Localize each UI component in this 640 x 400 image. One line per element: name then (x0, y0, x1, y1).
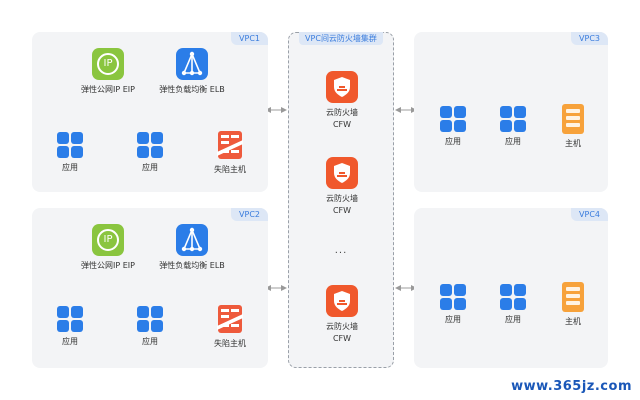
vpc1-eip-node[interactable]: IP 弹性公网IP EIP (72, 48, 144, 95)
vpc4-app-label-1: 应用 (445, 315, 461, 324)
load-balancer-icon (176, 48, 208, 80)
vpc1-app-label-1: 应用 (62, 163, 78, 172)
app-icon (137, 132, 163, 158)
vpc2-app-node-2[interactable]: 应用 (130, 306, 170, 347)
vpc3-app-label-2: 应用 (505, 137, 521, 146)
vpc2-eip-label: 弹性公网IP EIP (81, 261, 135, 270)
vpc3-app-node-1[interactable]: 应用 (433, 106, 473, 147)
app-icon (440, 284, 466, 310)
vpc3-host-label: 主机 (565, 139, 581, 148)
vpc2-elb-node[interactable]: 弹性负载均衡 ELB (154, 224, 230, 271)
app-icon (500, 106, 526, 132)
firewall-sub-3: CFW (332, 334, 352, 343)
firewall-sub-2: CFW (332, 206, 352, 215)
vpc1-tag: VPC1 (231, 32, 268, 45)
vpc3-app-label-1: 应用 (445, 137, 461, 146)
vpc2-app-label-2: 应用 (142, 337, 158, 346)
load-balancer-icon (176, 224, 208, 256)
eip-icon-text: IP (97, 53, 119, 75)
app-icon (440, 106, 466, 132)
firewall-label-2: 云防火墙 (326, 194, 358, 203)
firewall-node-2[interactable]: 云防火墙 CFW (314, 157, 370, 216)
vpc2-eip-node[interactable]: IP 弹性公网IP EIP (72, 224, 144, 271)
vpc2-tag: VPC2 (231, 208, 268, 221)
firewall-label-3: 云防火墙 (326, 322, 358, 331)
vpc1-app-node-1[interactable]: 应用 (50, 132, 90, 173)
compromised-host-icon (217, 130, 243, 160)
eip-icon: IP (92, 48, 124, 80)
firewall-icon (326, 157, 358, 189)
eip-icon: IP (92, 224, 124, 256)
ellipsis: ... (334, 245, 348, 256)
vpc1-compromised-host-label: 失陷主机 (214, 165, 246, 174)
host-icon (562, 104, 584, 134)
firewall-cluster: VPC间云防火墙集群 云防火墙 CFW 云防火墙 CFW ... 云防火墙 CF… (288, 32, 394, 368)
vpc4-host-node[interactable]: 主机 (553, 282, 593, 327)
compromised-host-icon (217, 304, 243, 334)
vpc1-panel: VPC1 (32, 32, 268, 192)
vpc1-app-label-2: 应用 (142, 163, 158, 172)
vpc3-app-node-2[interactable]: 应用 (493, 106, 533, 147)
eip-icon-text: IP (97, 229, 119, 251)
firewall-sub-1: CFW (332, 120, 352, 129)
firewall-label-1: 云防火墙 (326, 108, 358, 117)
vpc1-elb-node[interactable]: 弹性负载均衡 ELB (154, 48, 230, 95)
vpc2-elb-label: 弹性负载均衡 ELB (159, 261, 225, 270)
vpc4-app-node-2[interactable]: 应用 (493, 284, 533, 325)
firewall-node-3[interactable]: 云防火墙 CFW (314, 285, 370, 344)
vpc4-host-label: 主机 (565, 317, 581, 326)
vpc1-compromised-host-node[interactable]: 失陷主机 (205, 130, 255, 175)
vpc4-app-label-2: 应用 (505, 315, 521, 324)
vpc2-compromised-host-label: 失陷主机 (214, 339, 246, 348)
vpc1-app-node-2[interactable]: 应用 (130, 132, 170, 173)
cluster-title: VPC间云防火墙集群 (299, 32, 383, 45)
vpc4-app-node-1[interactable]: 应用 (433, 284, 473, 325)
vpc2-compromised-host-node[interactable]: 失陷主机 (205, 304, 255, 349)
vpc1-elb-label: 弹性负载均衡 ELB (159, 85, 225, 94)
firewall-icon (326, 285, 358, 317)
watermark: www.365jz.com (511, 379, 632, 394)
app-icon (500, 284, 526, 310)
app-icon (57, 306, 83, 332)
vpc2-app-node-1[interactable]: 应用 (50, 306, 90, 347)
firewall-icon (326, 71, 358, 103)
host-icon (562, 282, 584, 312)
vpc1-eip-label: 弹性公网IP EIP (81, 85, 135, 94)
firewall-node-1[interactable]: 云防火墙 CFW (314, 71, 370, 130)
app-icon (57, 132, 83, 158)
vpc3-host-node[interactable]: 主机 (553, 104, 593, 149)
vpc2-app-label-1: 应用 (62, 337, 78, 346)
vpc4-tag: VPC4 (571, 208, 608, 221)
vpc3-tag: VPC3 (571, 32, 608, 45)
vpc2-panel: VPC2 (32, 208, 268, 368)
app-icon (137, 306, 163, 332)
